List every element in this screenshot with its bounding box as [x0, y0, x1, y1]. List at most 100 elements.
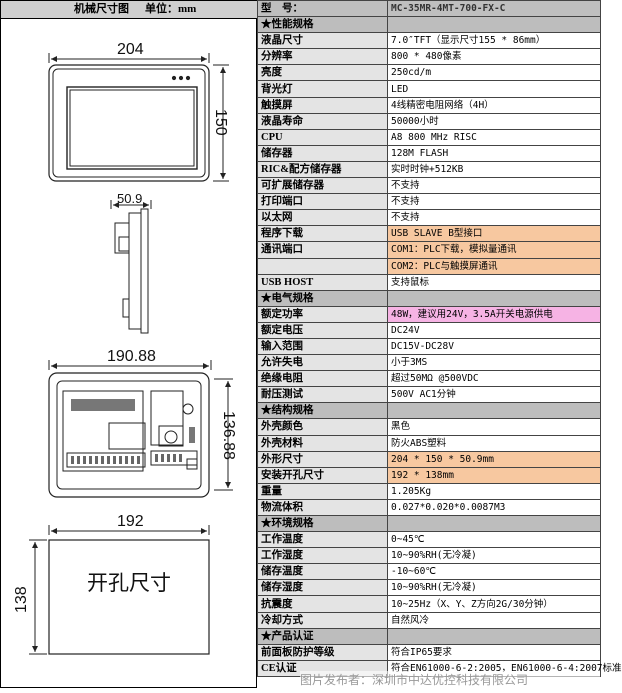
- spec-value: 10~90%RH(无冷凝): [387, 579, 601, 597]
- spec-label: 液晶寿命: [257, 112, 388, 130]
- spec-label: 外壳材料: [257, 434, 388, 452]
- spec-label: 以太网: [257, 209, 388, 227]
- spec-label: 输入范围: [257, 337, 388, 356]
- spec-row: 外壳材料防火ABS塑料: [257, 434, 601, 452]
- spec-value: 800 * 480像素: [387, 48, 601, 66]
- spec-value: 黑色: [387, 418, 601, 436]
- spec-value: 不支持: [387, 209, 601, 227]
- spec-label: 额定电压: [257, 321, 388, 339]
- section-title: ★电气规格: [257, 289, 388, 307]
- section-header-row: ★电气规格: [257, 289, 601, 307]
- spec-value: 防火ABS塑料: [387, 434, 601, 452]
- spec-label: 安装开孔尺寸: [257, 466, 388, 484]
- spec-value: 192 * 138mm: [387, 466, 601, 484]
- section-header-row: ★结构规格: [257, 402, 601, 420]
- spec-label: 可扩展储存器: [257, 177, 388, 195]
- spec-label: 液晶尺寸: [257, 32, 388, 50]
- rear-view-drawing: [48, 360, 233, 498]
- spec-value: 超过50MΩ @500VDC: [387, 370, 601, 388]
- rear-height-dimension: 136.88: [220, 411, 237, 460]
- spec-row: 冷却方式自然风冷: [257, 611, 601, 629]
- spec-label: 耐压测试: [257, 386, 388, 404]
- spec-label: 外形尺寸: [257, 450, 388, 468]
- front-view-drawing: [48, 53, 229, 182]
- spec-label: 储存温度: [257, 563, 388, 581]
- spec-label: USB HOST: [257, 273, 388, 291]
- spec-value: 自然风冷: [387, 611, 601, 629]
- spec-label: 储存湿度: [257, 579, 388, 597]
- front-height-dimension: 150: [212, 109, 229, 136]
- spec-value: 7.0″TFT（显示尺寸155 * 86mm）: [387, 32, 601, 50]
- spec-value: COM1：PLC下载，模拟量通讯: [387, 241, 601, 259]
- spec-label: 允许失电: [257, 354, 388, 372]
- spec-label: 程序下载: [257, 225, 388, 243]
- spec-value: -10~60℃: [387, 563, 601, 581]
- section-blank-cell: [387, 402, 601, 420]
- spec-label: 绝缘电阻: [257, 370, 388, 388]
- section-header-row: ★产品认证: [257, 627, 601, 645]
- section-header-row: ★性能规格: [257, 16, 601, 34]
- spec-value: 4线精密电阻网络（4H）: [387, 96, 601, 114]
- section-header-row: ★环境规格: [257, 514, 601, 533]
- cutout-width-dimension: 192: [117, 513, 144, 530]
- spec-value: 204 * 150 * 50.9mm: [387, 450, 601, 468]
- spec-label: 打印端口: [257, 193, 388, 211]
- side-view-drawing: [110, 200, 152, 334]
- section-blank-cell: [387, 289, 601, 307]
- spec-label: 背光灯: [257, 80, 388, 98]
- spec-label: 物流体积: [257, 498, 388, 517]
- spec-label: 触摸屏: [257, 96, 388, 114]
- drawings-title: 机械尺寸图: [74, 3, 129, 15]
- spec-value: 1.205Kg: [387, 482, 601, 500]
- cutout-drawing: [29, 525, 210, 655]
- spec-row: 外壳颜色黑色: [257, 418, 601, 436]
- front-width-dimension: 204: [117, 41, 144, 58]
- spec-value: 不支持: [387, 177, 601, 195]
- spec-value: DC15V-DC28V: [387, 337, 601, 356]
- spec-value: 不支持: [387, 193, 601, 211]
- spec-value: 0.027*0.020*0.0087M3: [387, 498, 601, 517]
- spec-label: 通讯端口: [257, 241, 388, 259]
- spec-label: 亮度: [257, 64, 388, 82]
- spec-label: RIC&配方储存器: [257, 160, 388, 179]
- spec-row: 绝缘电阻超过50MΩ @500VDC: [257, 370, 601, 388]
- publisher-watermark: 图片发布者：深圳市中达优控科技有限公司: [300, 671, 600, 689]
- spec-value: 小于3MS: [387, 354, 601, 372]
- spec-row: COM2：PLC与触摸屏通讯: [257, 257, 601, 275]
- spec-label: 抗震度: [257, 595, 388, 613]
- cutout-height-dimension: 138: [13, 586, 30, 613]
- spec-value: 48W，建议用24V，3.5A开关电源供电: [387, 305, 601, 323]
- spec-row: 打印端口不支持: [257, 193, 601, 211]
- section-blank-cell: [387, 627, 601, 645]
- spec-label: 冷却方式: [257, 611, 388, 629]
- spec-value: 符合IP65要求: [387, 643, 601, 661]
- spec-label: CPU: [257, 128, 388, 146]
- spec-row: 储存温度-10~60℃: [257, 563, 601, 581]
- spec-value: 10~25Hz（X、Y、Z方向2G/30分钟）: [387, 595, 601, 613]
- spec-label: 外壳颜色: [257, 418, 388, 436]
- section-title: ★环境规格: [257, 514, 388, 533]
- model-value: MC-35MR-4MT-700-FX-C: [387, 0, 601, 18]
- spec-row: 以太网不支持: [257, 209, 601, 227]
- spec-row: 前面板防护等级符合IP65要求: [257, 643, 601, 661]
- spec-label: 储存器: [257, 144, 388, 162]
- spec-value: 50000小时: [387, 112, 601, 130]
